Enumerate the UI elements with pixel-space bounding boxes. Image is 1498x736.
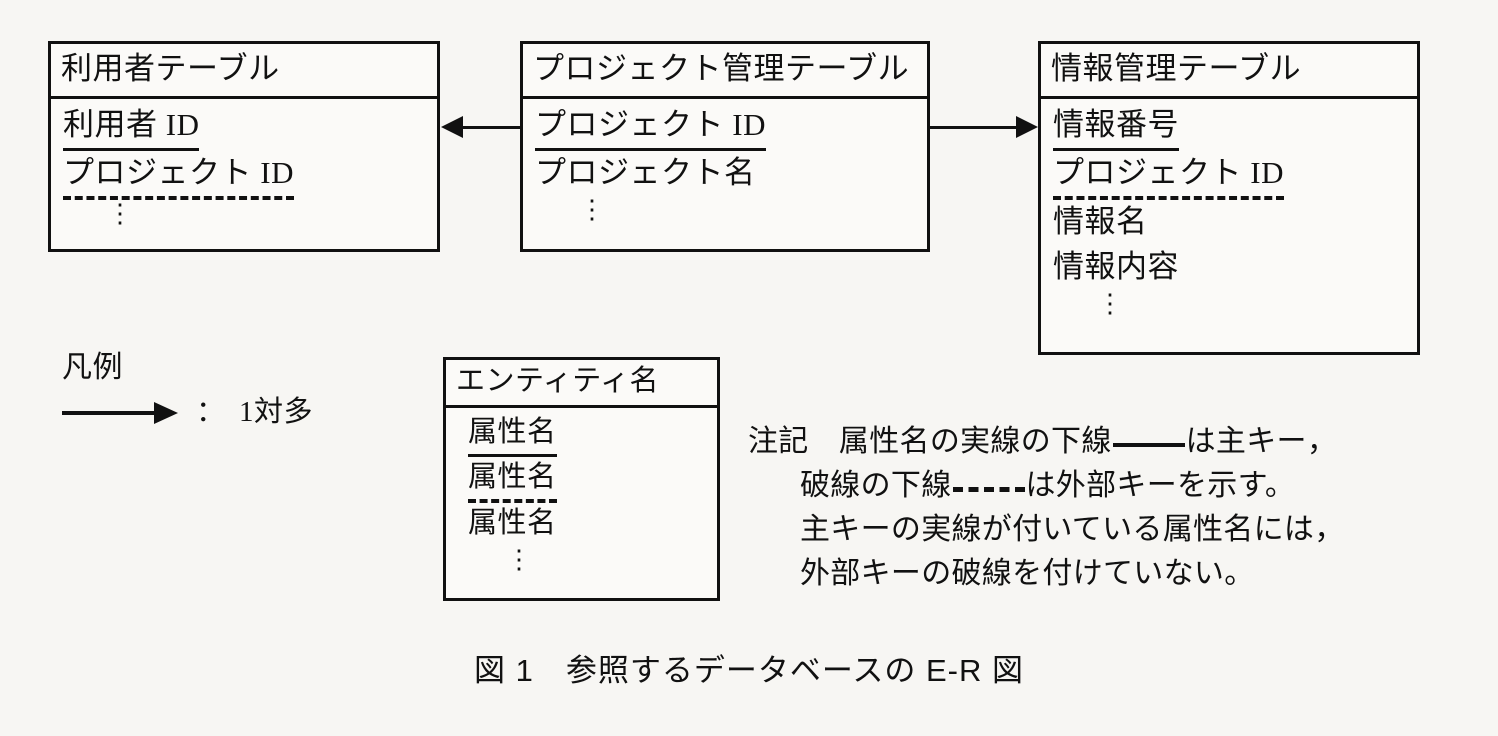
note-line-2-before: 破線の下線	[800, 469, 952, 503]
legend-arrow-icon	[62, 401, 180, 425]
attribute-label: 利用者 ID	[63, 103, 200, 151]
primary-key-rule-sample	[1112, 443, 1185, 448]
attribute-label: 属性名	[468, 507, 557, 540]
note-line-1-before: 属性名の実線の下線	[838, 425, 1112, 458]
legend-title: 凡例	[62, 351, 123, 384]
attribute-label: プロジェクト ID	[1053, 151, 1284, 200]
entity-attributes-information-management-table: 情報番号 プロジェクト ID 情報名 情報内容 ⋮	[1041, 99, 1417, 327]
arrow-head-left-icon	[441, 116, 463, 138]
attribute-row: 情報番号	[1053, 103, 1407, 151]
note-block: 注記 属性名の実線の下線 は主キー， 破線の下線 は外部キーを示す。 主キーの実線が…	[748, 420, 1345, 596]
attribute-row: 属性名	[468, 412, 707, 458]
attribute-label: プロジェクト ID	[63, 151, 294, 200]
entity-title-example: エンティティ名	[446, 360, 717, 409]
attribute-label: 属性名	[468, 412, 557, 458]
entity-box-user-table: 利用者テーブル 利用者 ID プロジェクト ID ⋮	[48, 41, 440, 252]
attribute-row: プロジェクト ID	[63, 151, 427, 200]
entity-title-project-management-table: プロジェクト管理テーブル	[523, 44, 927, 99]
entity-title-user-table: 利用者テーブル	[51, 44, 437, 99]
legend-arrow-meaning: 1対多	[239, 396, 314, 428]
note-line-1-after: は主キー，	[1185, 425, 1338, 458]
attribute-row: プロジェクト ID	[1053, 151, 1407, 200]
entity-title-information-management-table: 情報管理テーブル	[1041, 44, 1417, 99]
attribute-row: 属性名	[468, 503, 707, 545]
legend-row: ： 1対多	[62, 398, 313, 427]
attribute-row: 属性名	[468, 457, 707, 504]
relationship-line-project-to-information	[928, 126, 1018, 129]
attribute-row: プロジェクト ID	[535, 103, 917, 151]
note-line-4: 外部キーの破線を付けていない。	[800, 557, 1255, 591]
legend: 凡例 ： 1対多	[62, 350, 313, 427]
note-line-2: 破線の下線 は外部キーを示す。	[748, 464, 1345, 508]
entity-box-project-management-table: プロジェクト管理テーブル プロジェクト ID プロジェクト名 ⋮	[520, 41, 930, 252]
attribute-ellipsis: ⋮	[107, 198, 133, 228]
attribute-label: 属性名	[468, 457, 557, 504]
attribute-row: プロジェクト名	[535, 151, 917, 196]
note-line-1: 注記 属性名の実線の下線 は主キー，	[748, 420, 1345, 464]
attribute-label: プロジェクト ID	[535, 103, 766, 151]
attribute-row: 情報内容	[1053, 245, 1407, 290]
relationship-line-project-to-user	[463, 126, 523, 129]
attribute-label: 情報番号	[1053, 103, 1179, 151]
legend-separator: ：	[196, 396, 226, 428]
figure-caption: 図 1 参照するデータベースの E-R 図	[474, 653, 1024, 688]
attribute-label: 情報名	[1053, 203, 1148, 239]
entity-attributes-project-management-table: プロジェクト ID プロジェクト名 ⋮	[523, 99, 927, 233]
entity-box-example: エンティティ名 属性名 属性名 属性名 ⋮	[443, 357, 720, 601]
attribute-label: 情報内容	[1053, 248, 1179, 284]
foreign-key-rule-sample	[952, 486, 1025, 492]
entity-attributes-example: 属性名 属性名 属性名 ⋮	[446, 408, 717, 582]
note-line-3: 主キーの実線が付いている属性名には，	[800, 513, 1345, 547]
attribute-row: 利用者 ID	[63, 103, 427, 151]
attribute-label: プロジェクト名	[535, 154, 756, 190]
note-label: 注記	[748, 425, 809, 458]
attribute-ellipsis: ⋮	[579, 194, 605, 224]
entity-attributes-user-table: 利用者 ID プロジェクト ID ⋮	[51, 99, 437, 237]
attribute-row: 情報名	[1053, 200, 1407, 245]
arrow-head-right-icon	[1016, 116, 1038, 138]
attribute-ellipsis: ⋮	[506, 544, 532, 574]
attribute-ellipsis: ⋮	[1097, 288, 1123, 318]
note-line-2-after: は外部キーを示す。	[1025, 469, 1296, 503]
entity-box-information-management-table: 情報管理テーブル 情報番号 プロジェクト ID 情報名 情報内容 ⋮	[1038, 41, 1420, 355]
